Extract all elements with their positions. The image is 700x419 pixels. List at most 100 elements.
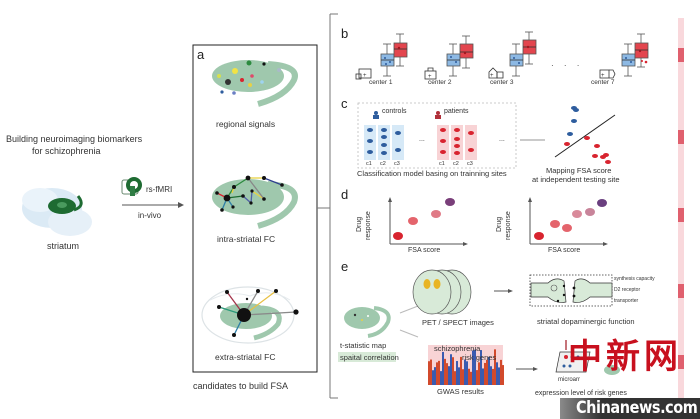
panel-b-boxplots: + + + + <box>355 31 649 80</box>
expression-caption: expression level of risk genes <box>535 390 627 397</box>
svg-text:+: + <box>428 74 432 80</box>
panel-d-letter: d <box>341 187 349 202</box>
synapse-item: synthesis capacity <box>614 276 655 282</box>
controls-label: controls <box>382 108 407 115</box>
gwas-bar <box>462 369 464 385</box>
center-label: center 7 <box>591 79 615 86</box>
center-label: center 3 <box>490 79 514 86</box>
watermark-chinese: 中新网 <box>568 337 682 377</box>
panel-a-letter: a <box>197 47 205 62</box>
intro-title-line2: for schizophrenia <box>32 146 101 156</box>
gwas-bar <box>500 359 502 385</box>
boxplot-patient <box>393 33 408 67</box>
boxplot-control <box>380 43 395 77</box>
intra-striatal-label: intra-striatal FC <box>217 234 276 244</box>
gwas-bar <box>482 368 484 385</box>
mapping-caption-line1: Mapping FSA score <box>546 166 612 175</box>
gwas-bar <box>492 368 494 385</box>
striatum-regional <box>212 60 298 107</box>
arrow-head <box>178 202 184 208</box>
gwas-bar <box>484 362 486 385</box>
gwas-bar <box>444 358 446 385</box>
panel-e-graphics <box>338 269 620 385</box>
scroll-marker[interactable] <box>678 130 684 144</box>
panel-c-letter: c <box>341 96 348 111</box>
watermark-english: Chinanews.com <box>576 398 698 418</box>
extra-striatal-label: extra-striatal FC <box>215 352 276 362</box>
scroll-marker[interactable] <box>678 284 684 298</box>
mri-scanner-icon <box>121 177 142 196</box>
gwas-bar <box>432 370 434 385</box>
gwas-bar <box>464 359 466 385</box>
brain-illustration <box>22 188 92 236</box>
gwas-bar <box>498 367 500 385</box>
synapse-item: transporter <box>614 298 639 304</box>
site-label: c1 <box>439 161 445 167</box>
ylabel-line2: response <box>365 211 372 240</box>
site-label: c3 <box>394 161 400 167</box>
training-box <box>357 102 517 169</box>
gwas-bar <box>458 367 460 385</box>
ylabel-line1: Drug <box>356 216 363 232</box>
decision-line <box>554 114 616 158</box>
svg-text:+: + <box>363 73 367 79</box>
gwas-bar <box>480 350 482 385</box>
center-label: center 1 <box>369 79 393 86</box>
panel-e-letter: e <box>341 259 349 274</box>
gwas-bar <box>454 371 456 385</box>
xlabel: FSA score <box>548 247 581 254</box>
site-label: c1 <box>366 161 372 167</box>
microarray-label: microarr <box>558 377 580 383</box>
svg-text:+: + <box>601 73 605 79</box>
boxplot-patient <box>634 33 649 68</box>
svg-text:+: + <box>490 73 494 79</box>
brain-extra-fc <box>201 286 299 344</box>
gwas-bar <box>496 362 498 385</box>
scroll-marker[interactable] <box>678 355 684 369</box>
regional-signals-label: regional signals <box>216 119 276 129</box>
gwas-title-line2: risk genes <box>462 353 497 362</box>
center-label: center 2 <box>428 79 452 86</box>
gwas-bar <box>474 349 476 385</box>
gwas-bar <box>488 356 490 385</box>
boxplot-control <box>509 43 524 77</box>
patients-label: patients <box>444 108 469 115</box>
boxplot-patient <box>522 31 537 65</box>
gwas-bar <box>452 357 454 385</box>
hospital-icon: + <box>355 68 372 80</box>
centers-ellipsis: · · · <box>551 61 584 70</box>
gwas-bar <box>466 361 468 385</box>
intro-title-line1: Building neuroimaging biomarkers <box>6 134 143 144</box>
gwas-bar <box>450 354 452 385</box>
gwas-bar <box>468 368 470 385</box>
gwas-manhattan-plot <box>428 345 504 385</box>
gwas-bar <box>456 361 458 385</box>
gwas-bar <box>434 367 436 385</box>
classification-caption: Classification model basing on trainning… <box>357 169 507 178</box>
synapse-caption: striatal dopaminergic function <box>537 317 635 326</box>
xlabel: FSA score <box>408 247 441 254</box>
scroll-marker[interactable] <box>678 208 684 222</box>
gwas-bar <box>446 363 448 385</box>
site-label: c3 <box>467 161 473 167</box>
gwas-bar <box>460 356 462 385</box>
pet-label: PET / SPECT images <box>422 318 494 327</box>
panel-a-caption: candidates to build FSA <box>193 381 289 391</box>
scroll-marker[interactable] <box>678 48 684 62</box>
gwas-bar <box>440 371 442 385</box>
correlation-highlight <box>338 352 396 362</box>
site-label: c2 <box>453 161 459 167</box>
gwas-bar <box>428 361 430 385</box>
striatum-intra-fc <box>212 175 298 229</box>
watermark-bar <box>560 398 700 419</box>
gwas-bar <box>442 351 444 385</box>
boxplot-control <box>621 43 636 77</box>
gwas-bar <box>478 362 480 385</box>
boxplot-control <box>446 43 461 77</box>
gwas-bar <box>502 365 504 385</box>
mapping-caption-line2: at independent testing site <box>532 175 620 184</box>
synapse-item: D2 receptor <box>614 287 641 293</box>
modality-label: rs-fMRI <box>146 185 173 194</box>
panel-d-plots <box>388 197 608 246</box>
